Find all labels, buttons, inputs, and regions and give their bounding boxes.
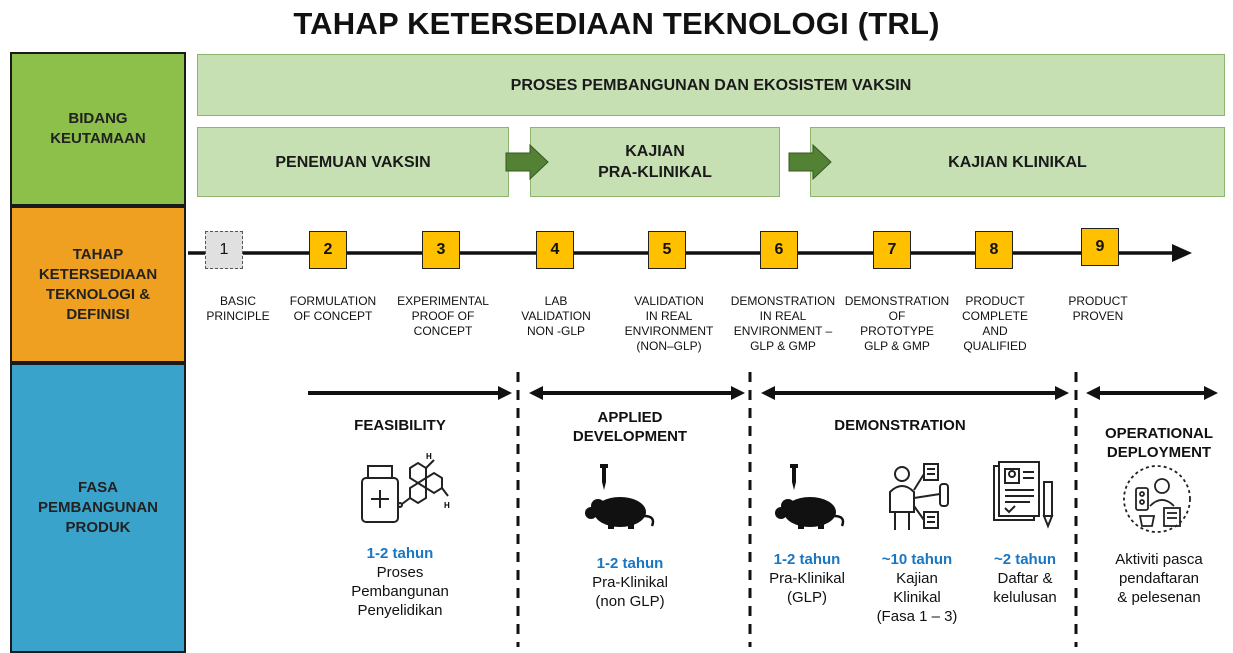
phase-divider bbox=[1074, 372, 1078, 647]
lab-mouse-icon bbox=[585, 464, 655, 529]
duration-description: Proses Pembangunan Penyelidikan bbox=[351, 564, 449, 619]
document-form-icon bbox=[993, 461, 1054, 529]
trl-def-8: PRODUCT COMPLETE AND QUALIFIED bbox=[961, 294, 1028, 353]
row-label-fasa: FASA PEMBANGUNAN PRODUK bbox=[10, 363, 186, 653]
trl-def-6: DEMONSTRATION IN REAL ENVIRONMENT – GLP … bbox=[730, 294, 836, 353]
duration-description: Daftar & kelulusan bbox=[993, 570, 1057, 606]
duration-description: Pra-Klinikal (non GLP) bbox=[592, 574, 668, 610]
feasibility-span-arrow bbox=[308, 386, 512, 400]
stage-kajian-klinikal: KAJIAN KLINIKAL bbox=[810, 127, 1225, 197]
stage-arrow-icon bbox=[505, 144, 549, 180]
phase-divider bbox=[748, 372, 752, 647]
duration-years: 1-2 tahun bbox=[596, 555, 664, 572]
duration-years: ~2 tahun bbox=[993, 551, 1057, 568]
trl-box-1: 1 bbox=[205, 231, 243, 269]
duration-kajian-klinikal: ~10 tahun Kajian Klinikal (Fasa 1 – 3) bbox=[862, 550, 972, 626]
trl-box-2: 2 bbox=[309, 231, 347, 269]
duration-years: ~10 tahun bbox=[881, 551, 953, 568]
trl-box-8: 8 bbox=[975, 231, 1013, 269]
stage-penemuan-vaksin: PENEMUAN VAKSIN bbox=[197, 127, 509, 197]
demonstration-span-arrow bbox=[761, 386, 1069, 400]
svg-text:H: H bbox=[444, 501, 450, 510]
trl-box-5: 5 bbox=[648, 231, 686, 269]
row-label-bidang: BIDANG KEUTAMAAN bbox=[10, 52, 186, 206]
trl-box-4: 4 bbox=[536, 231, 574, 269]
duration-daftar: ~2 tahun Daftar & kelulusan bbox=[970, 550, 1080, 607]
row-label-tahap: TAHAP KETERSEDIAAN TEKNOLOGI & DEFINISI bbox=[10, 206, 186, 363]
ecosystem-banner: PROSES PEMBANGUNAN DAN EKOSISTEM VAKSIN bbox=[197, 54, 1225, 116]
phase-feasibility: FEASIBILITY bbox=[354, 417, 446, 434]
duration-years: 1-2 tahun bbox=[773, 551, 841, 568]
trl-def-9: PRODUCT PROVEN bbox=[1068, 294, 1128, 323]
trl-def-4: LAB VALIDATION NON -GLP bbox=[521, 294, 591, 338]
trl-def-5: VALIDATION IN REAL ENVIRONMENT (NON–GLP) bbox=[624, 294, 714, 353]
duration-feasibility: 1-2 tahun Proses Pembangunan Penyelidika… bbox=[320, 544, 480, 620]
duration-operational: Aktiviti pasca pendaftaran & pelesenan bbox=[1085, 550, 1233, 607]
applied-span-arrow bbox=[529, 386, 745, 400]
duration-pra-klinikal-glp: 1-2 tahun Pra-Klinikal (GLP) bbox=[752, 550, 862, 607]
phase-divider bbox=[516, 372, 520, 647]
trl-def-7: DEMONSTRATION OF PROTOTYPE GLP & GMP bbox=[844, 294, 950, 353]
trl-box-3: 3 bbox=[422, 231, 460, 269]
stage-arrow-icon bbox=[788, 144, 832, 180]
trl-box-7: 7 bbox=[873, 231, 911, 269]
duration-applied: 1-2 tahun Pra-Klinikal (non GLP) bbox=[545, 554, 715, 611]
duration-description: Kajian Klinikal (Fasa 1 – 3) bbox=[876, 570, 958, 625]
page-title: TAHAP KETERSEDIAAN TEKNOLOGI (TRL) bbox=[293, 6, 940, 41]
phase-applied-development: APPLIED DEVELOPMENT bbox=[572, 409, 688, 445]
lab-mouse-icon bbox=[775, 464, 845, 529]
duration-years: 1-2 tahun bbox=[366, 545, 434, 562]
trl-def-1: BASIC PRINCIPLE bbox=[206, 294, 270, 323]
duration-description: Pra-Klinikal (GLP) bbox=[769, 570, 845, 606]
medical-team-icon bbox=[1123, 465, 1191, 533]
molecule-bottle-icon: H H bbox=[361, 452, 450, 523]
trl-box-9: 9 bbox=[1081, 228, 1119, 266]
stage-kajian-pra-klinikal: KAJIAN PRA-KLINIKAL bbox=[530, 127, 780, 197]
operational-span-arrow bbox=[1086, 386, 1218, 400]
phase-demonstration: DEMONSTRATION bbox=[834, 417, 966, 434]
phase-operational-deployment: OPERATIONAL DEPLOYMENT bbox=[1104, 425, 1214, 461]
svg-text:H: H bbox=[426, 452, 432, 461]
trl-box-6: 6 bbox=[760, 231, 798, 269]
duration-description: Aktiviti pasca pendaftaran & pelesenan bbox=[1115, 551, 1203, 606]
trl-def-3: EXPERIMENTAL PROOF OF CONCEPT bbox=[397, 294, 489, 338]
trl-def-2: FORMULATION OF CONCEPT bbox=[289, 294, 377, 323]
scientist-icon bbox=[889, 463, 949, 530]
